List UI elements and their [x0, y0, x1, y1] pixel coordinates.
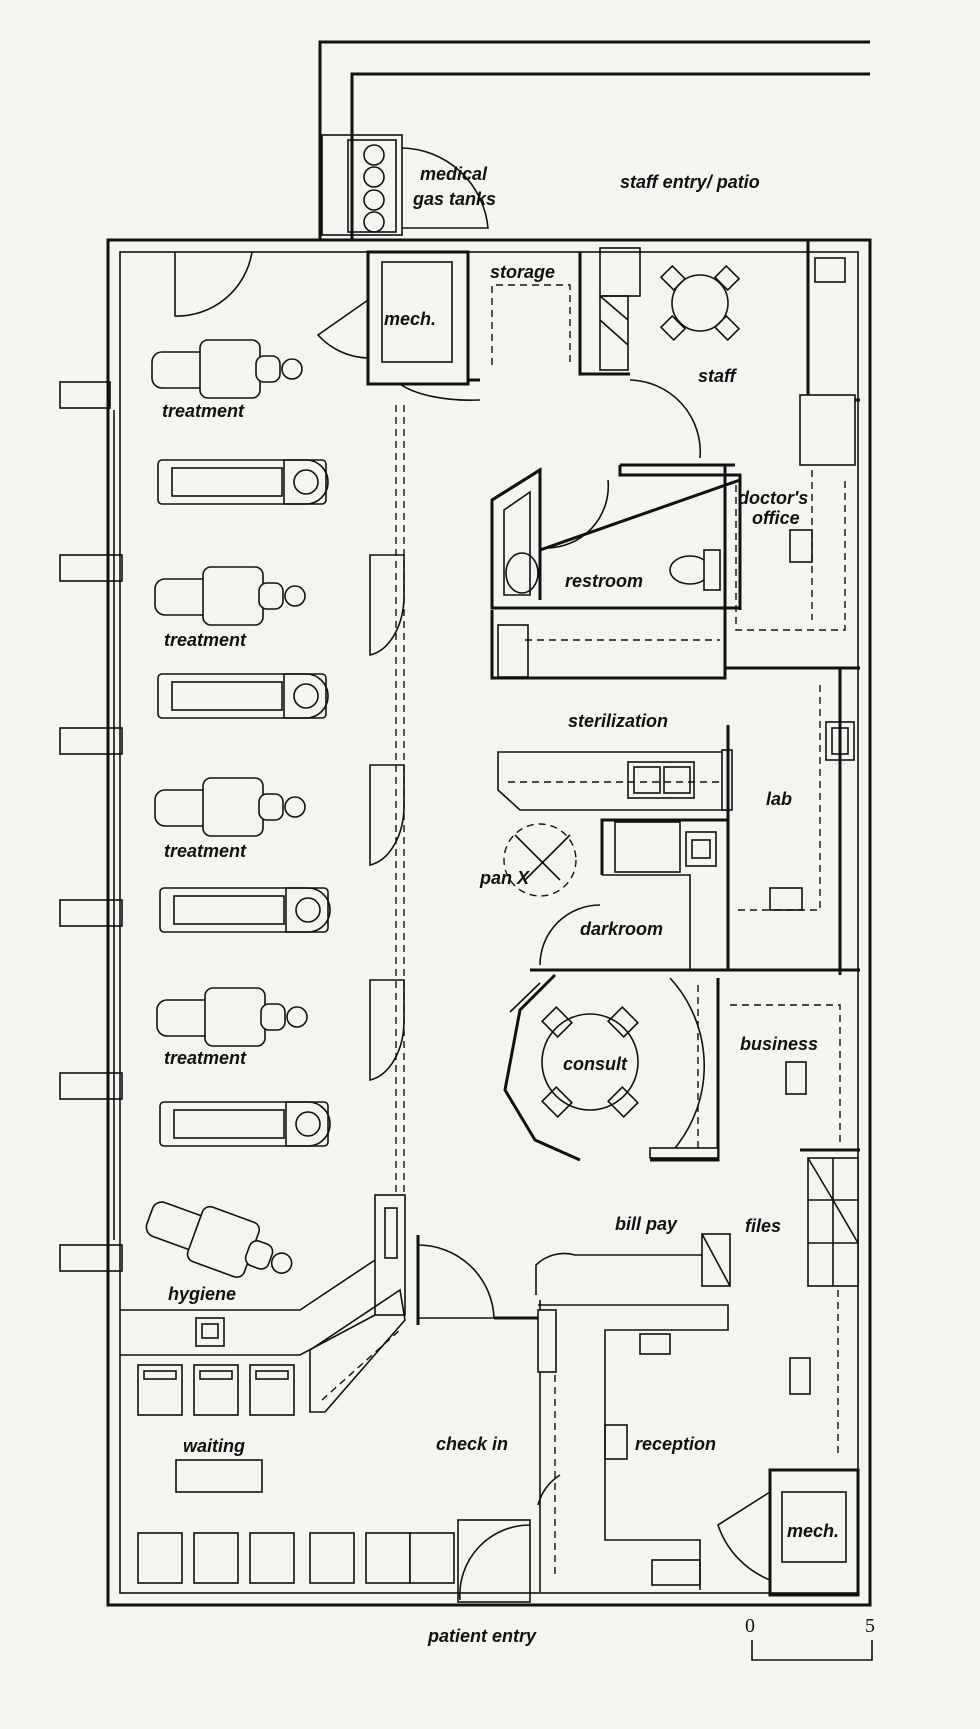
scale-bar: 0 5 — [745, 1615, 875, 1661]
staff-room — [620, 240, 860, 620]
dental-chairs — [145, 339, 308, 1278]
check-in-divider — [416, 1235, 538, 1325]
hygiene-counter — [120, 1194, 406, 1413]
file-cabinets — [789, 1157, 859, 1458]
treatment-label-3: treatment — [164, 841, 247, 861]
staff-label: staff — [698, 366, 738, 386]
consult-room — [503, 973, 720, 1162]
reception-label: reception — [635, 1434, 716, 1454]
consult-label: consult — [563, 1054, 628, 1074]
lab-label: lab — [766, 789, 792, 809]
doctors-office-label-2: office — [752, 508, 800, 528]
pan-x-label: pan X — [479, 868, 530, 888]
files-label: files — [745, 1216, 781, 1236]
darkroom-label: darkroom — [580, 919, 663, 939]
west-windows — [59, 381, 123, 1272]
patient-entry-label: patient entry — [427, 1626, 537, 1646]
business-area — [730, 1004, 860, 1152]
treatment-label-4: treatment — [164, 1048, 247, 1068]
lab — [738, 668, 855, 975]
bill-pay-label: bill pay — [615, 1214, 678, 1234]
treatment-label-1: treatment — [162, 401, 245, 421]
waiting-label: waiting — [183, 1436, 245, 1456]
treatment-label-2: treatment — [164, 630, 247, 650]
mech-room-bottom — [717, 1468, 860, 1597]
sterilization-label: sterilization — [568, 711, 668, 731]
reception-counter — [535, 1233, 731, 1592]
treatment-counters — [157, 459, 331, 1147]
medical-gas-tanks-label-2: gas tanks — [412, 189, 496, 209]
doctors-office-label: doctor's — [738, 488, 808, 508]
restroom-label: restroom — [565, 571, 643, 591]
storage-label: storage — [490, 262, 555, 282]
check-in-door[interactable] — [417, 1244, 495, 1319]
restroom — [490, 465, 742, 680]
darkroom — [530, 818, 860, 972]
pan-x-unit — [503, 823, 577, 897]
medical-gas-tanks-label: medical — [420, 164, 488, 184]
nw-door[interactable] — [174, 251, 253, 317]
mech-bottom-label: mech. — [787, 1521, 839, 1541]
corridor-doors[interactable] — [369, 554, 405, 1082]
business-label: business — [740, 1034, 818, 1054]
patio-walls — [318, 40, 870, 240]
mech-top-label: mech. — [384, 309, 436, 329]
check-in-label: check in — [436, 1434, 508, 1454]
doctors-office — [723, 465, 860, 678]
corridor-partition — [395, 405, 405, 1195]
scale-min: 0 — [745, 1615, 755, 1637]
hygiene-label: hygiene — [168, 1284, 236, 1304]
storage-room — [466, 247, 641, 382]
waiting-chairs — [137, 1364, 455, 1584]
scale-max: 5 — [865, 1615, 875, 1637]
gas-tank-enclosure — [321, 134, 489, 236]
patient-entry-door[interactable] — [457, 1519, 531, 1603]
staff-entry-patio-label: staff entry/ patio — [620, 172, 760, 192]
exterior-walls — [106, 238, 872, 1607]
sterilization-counter — [497, 725, 733, 970]
